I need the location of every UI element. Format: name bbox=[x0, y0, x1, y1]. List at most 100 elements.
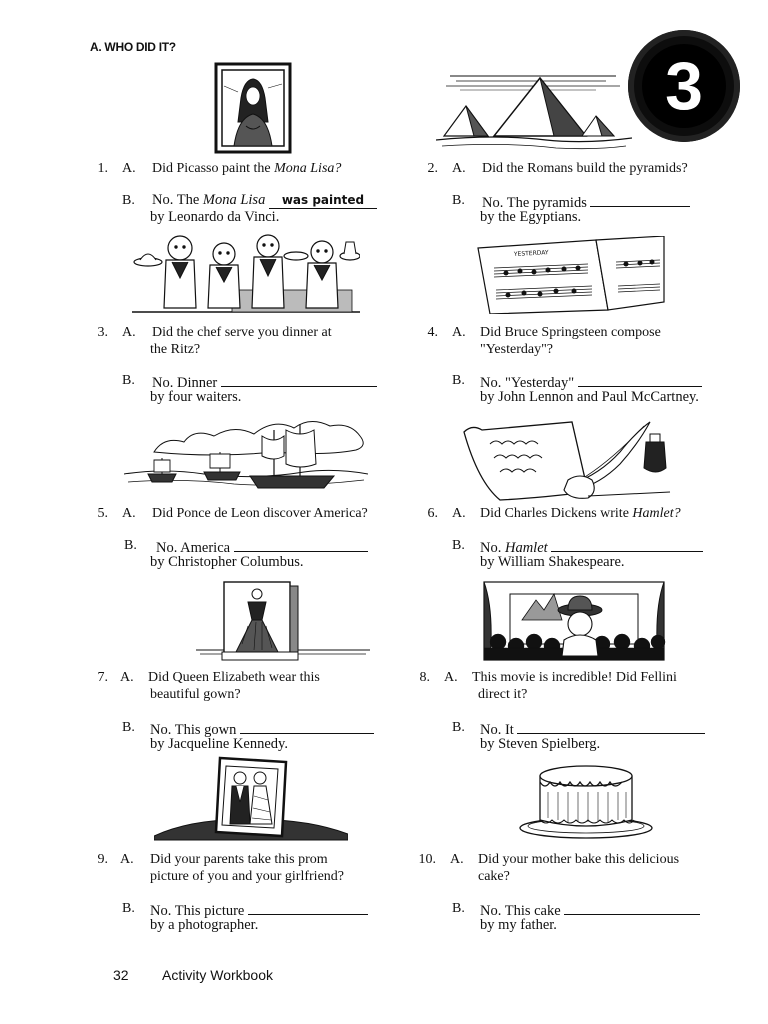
question-text-line2: "Yesterday"? bbox=[480, 342, 553, 357]
answer-agent-line: by William Shakespeare. bbox=[480, 554, 625, 570]
exercise-1-question: 1. A. Did Picasso paint the Mona Lisa? bbox=[0, 160, 384, 180]
speaker-a-label: A. bbox=[122, 506, 136, 521]
exercise-5-question: 5. A. Did Ponce de Leon discover America… bbox=[0, 505, 384, 525]
exercise-8-question: 8. A. This movie is incredible! Did Fell… bbox=[0, 669, 768, 705]
speaker-b-label: B. bbox=[452, 538, 465, 553]
answer-agent-line: by Leonardo da Vinci. bbox=[150, 209, 280, 225]
answer-blank[interactable] bbox=[220, 372, 377, 387]
answer-blank[interactable] bbox=[233, 537, 368, 552]
speaker-a-label: A. bbox=[452, 161, 466, 176]
exercise-number: 1. bbox=[97, 161, 109, 176]
exercise-number: 2. bbox=[427, 161, 439, 176]
speaker-a-label: A. bbox=[450, 852, 464, 867]
answer-text: No. The bbox=[152, 192, 203, 208]
movie-theater-illustration bbox=[483, 581, 666, 661]
speaker-b-label: B. bbox=[452, 193, 465, 208]
exercise-4-answer: B. No. "Yesterday" by John Lennon and Pa… bbox=[0, 372, 768, 408]
quill-writing-illustration bbox=[463, 421, 671, 501]
exercise-7-question: 7. A. Did Queen Elizabeth wear this beau… bbox=[0, 669, 384, 705]
answer-text: No. This picture bbox=[150, 903, 245, 919]
unit-number-badge: 3 bbox=[628, 30, 740, 142]
exercise-8-answer: B. No. It by Steven Spielberg. bbox=[0, 719, 768, 755]
question-text: Did Ponce de Leon discover America? bbox=[152, 506, 368, 521]
exercise-2-answer: B. No. The pyramids by the Egyptians. bbox=[0, 192, 768, 228]
speaker-a-label: A. bbox=[122, 161, 136, 176]
question-text: Did the Romans build the pyramids? bbox=[482, 161, 688, 176]
mona-lisa-illustration bbox=[214, 62, 292, 154]
speaker-b-label: B. bbox=[452, 720, 465, 735]
question-text: Did Charles Dickens write bbox=[480, 506, 633, 521]
question-italic-title: Mona Lisa? bbox=[274, 161, 342, 176]
answer-text: No. It bbox=[480, 722, 514, 738]
speaker-b-label: B. bbox=[122, 720, 135, 735]
pyramids-illustration bbox=[436, 75, 632, 150]
answer-italic-title: Hamlet bbox=[504, 540, 548, 556]
answer-blank[interactable] bbox=[239, 719, 374, 734]
exercise-6-question: 6. A. Did Charles Dickens write Hamlet? bbox=[0, 505, 768, 525]
question-text: This movie is incredible! Did Fellini bbox=[472, 670, 677, 685]
speaker-a-label: A. bbox=[444, 670, 458, 685]
song-sheet-illustration: YESTERDAY bbox=[477, 236, 665, 314]
question-text: Did Queen Elizabeth wear this bbox=[148, 670, 320, 685]
answer-text: No. "Yesterday" bbox=[480, 375, 575, 391]
answer-agent-line: by Jacqueline Kennedy. bbox=[150, 736, 288, 752]
exercise-4-question: 4. A. Did Bruce Springsteen compose "Yes… bbox=[0, 324, 768, 360]
speaker-a-label: A. bbox=[452, 506, 466, 521]
unit-number: 3 bbox=[642, 44, 726, 128]
question-text-line2: beautiful gown? bbox=[150, 687, 241, 702]
exercise-number: 8. bbox=[419, 670, 431, 685]
question-text: Did Bruce Springsteen compose bbox=[480, 325, 661, 340]
speaker-b-label: B. bbox=[122, 373, 135, 388]
question-text-line2: picture of you and your girlfriend? bbox=[150, 869, 344, 884]
answer-blank-filled[interactable]: was painted bbox=[268, 194, 377, 209]
question-text-line2: cake? bbox=[478, 869, 510, 884]
answer-text: No. Dinner bbox=[152, 375, 218, 391]
speaker-a-label: A. bbox=[122, 325, 136, 340]
answer-blank[interactable] bbox=[248, 900, 368, 915]
answer-agent-line: by the Egyptians. bbox=[480, 209, 582, 225]
speaker-b-label: B. bbox=[452, 373, 465, 388]
gown-display-illustration bbox=[196, 581, 370, 661]
exercise-2-question: 2. A. Did the Romans build the pyramids? bbox=[0, 160, 768, 180]
exercise-3-answer: B. No. Dinner by four waiters. bbox=[0, 372, 384, 408]
exercise-9-question: 9. A. Did your parents take this prom pi… bbox=[0, 851, 384, 887]
question-text: Did the chef serve you dinner at bbox=[152, 325, 332, 340]
book-title: Activity Workbook bbox=[162, 967, 273, 983]
answer-text: No. This cake bbox=[480, 903, 561, 919]
answer-text: No. The pyramids bbox=[482, 195, 587, 211]
exercise-number: 10. bbox=[418, 852, 437, 867]
exercise-number: 7. bbox=[97, 670, 109, 685]
exercise-3-question: 3. A. Did the chef serve you dinner at t… bbox=[0, 324, 384, 360]
song-sheet-title: YESTERDAY bbox=[513, 249, 549, 258]
answer-agent-line: by four waiters. bbox=[150, 389, 242, 405]
question-text: Did Picasso paint the bbox=[152, 161, 275, 176]
exercise-number: 9. bbox=[97, 852, 109, 867]
answer-text: No. America bbox=[156, 540, 231, 556]
answer-blank[interactable] bbox=[551, 537, 704, 552]
question-italic-title: Hamlet? bbox=[632, 506, 681, 521]
answer-agent-line: by my father. bbox=[480, 917, 557, 933]
speaker-b-label: B. bbox=[122, 193, 135, 208]
speaker-a-label: A. bbox=[120, 852, 134, 867]
answer-blank[interactable] bbox=[590, 192, 691, 207]
exercise-number: 5. bbox=[97, 506, 109, 521]
section-title: A. WHO DID IT? bbox=[90, 40, 176, 54]
speaker-a-label: A. bbox=[452, 325, 466, 340]
answer-blank[interactable] bbox=[577, 372, 702, 387]
answer-agent-line: by a photographer. bbox=[150, 917, 259, 933]
exercise-number: 3. bbox=[97, 325, 109, 340]
exercise-number: 6. bbox=[427, 506, 439, 521]
speaker-b-label: B. bbox=[452, 901, 465, 916]
exercise-number: 4. bbox=[427, 325, 439, 340]
question-text-line2: the Ritz? bbox=[150, 342, 201, 357]
question-text: Did your mother bake this delicious bbox=[478, 852, 680, 867]
answer-italic-title: Mona Lisa bbox=[202, 192, 266, 208]
page-number: 32 bbox=[113, 967, 129, 983]
answer-agent-line: by Steven Spielberg. bbox=[480, 736, 601, 752]
sailing-ships-illustration bbox=[124, 421, 368, 489]
speaker-b-label: B. bbox=[122, 901, 135, 916]
answer-blank[interactable] bbox=[517, 719, 706, 734]
answer-blank[interactable] bbox=[564, 900, 701, 915]
exercise-1-answer: B. No. The Mona Lisa was painted by Leon… bbox=[0, 192, 384, 228]
question-text: Did your parents take this prom bbox=[150, 852, 328, 867]
